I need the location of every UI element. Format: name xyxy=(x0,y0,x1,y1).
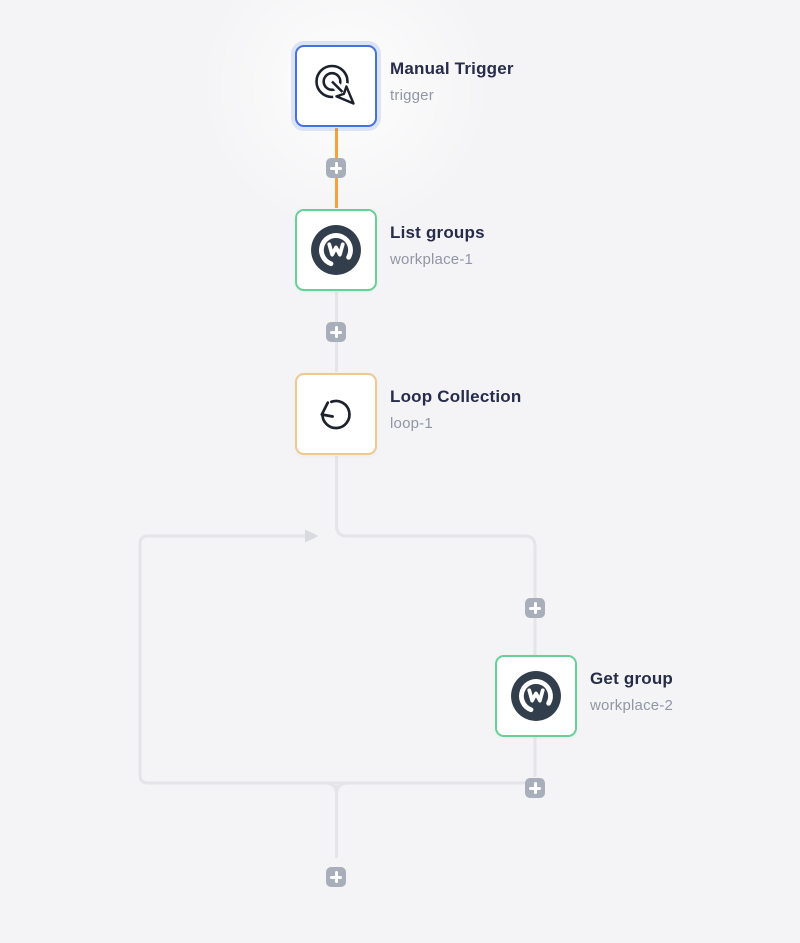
node-title: Get group xyxy=(590,668,674,688)
workplace-logo-icon xyxy=(311,225,361,275)
node-get-group-box[interactable] xyxy=(495,655,577,737)
connector-loop-exit xyxy=(325,781,348,858)
manual-trigger-click-icon xyxy=(315,64,357,107)
workplace-logo-icon xyxy=(511,671,561,721)
node-subtitle: loop-1 xyxy=(390,414,433,432)
loop-back-arrowhead xyxy=(305,529,319,543)
node-title: Manual Trigger xyxy=(390,58,514,78)
node-manual-trigger-box[interactable] xyxy=(295,45,377,127)
plus-icon xyxy=(525,598,545,618)
node-list-groups: List groups workplace-1 xyxy=(295,209,485,291)
node-loop-collection: Loop Collection loop-1 xyxy=(295,373,521,455)
add-step-button-loop-branch-top[interactable] xyxy=(525,598,545,618)
node-get-group: Get group workplace-2 xyxy=(495,655,673,737)
plus-icon xyxy=(326,867,346,887)
connector-loop-back xyxy=(138,534,525,785)
add-step-button-after-list-groups[interactable] xyxy=(326,322,346,342)
plus-icon xyxy=(525,778,545,798)
node-subtitle: trigger xyxy=(390,86,434,104)
node-title: Loop Collection xyxy=(390,386,522,406)
node-loop-collection-box[interactable] xyxy=(295,373,377,455)
node-subtitle: workplace-1 xyxy=(390,250,474,268)
add-step-button-after-get-group[interactable] xyxy=(525,778,545,798)
connector-loop-to-get-group xyxy=(335,456,537,777)
node-list-groups-box[interactable] xyxy=(295,209,377,291)
node-manual-trigger: Manual Trigger trigger xyxy=(295,45,514,127)
node-subtitle: workplace-2 xyxy=(590,696,674,714)
plus-icon xyxy=(326,158,346,178)
add-step-button-after-trigger[interactable] xyxy=(326,158,346,178)
plus-icon xyxy=(326,322,346,342)
add-step-button-after-loop[interactable] xyxy=(326,867,346,887)
loop-collection-icon xyxy=(320,399,351,430)
node-title: List groups xyxy=(390,222,485,242)
